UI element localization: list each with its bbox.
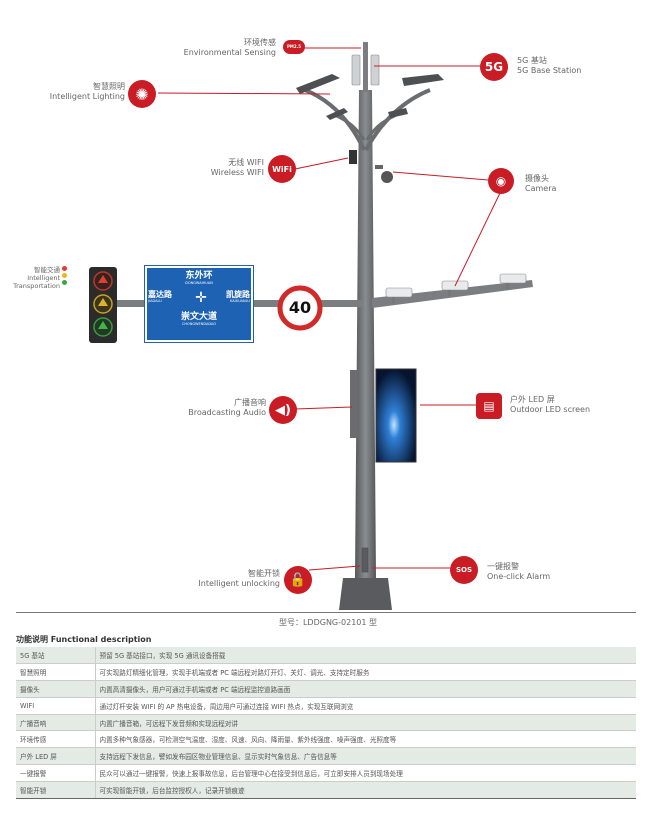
table-row: 环境传感内置多种气象感器，可检测空气温度、湿度、风速、风向、降雨量、紫外线强度、… bbox=[16, 730, 636, 749]
callout-lines bbox=[157, 47, 501, 571]
wifi-ap-box bbox=[349, 150, 357, 164]
function-description: 内置广播音箱，可远程下发音频和实现远程对讲 bbox=[95, 714, 636, 732]
lamp-head bbox=[326, 108, 348, 120]
right-cross-arm bbox=[372, 280, 533, 308]
lighting-label: 智慧照明 Intelligent Lighting bbox=[49, 82, 125, 101]
section-title: 功能说明 Functional description bbox=[16, 635, 152, 644]
camera-icon: ◉ bbox=[488, 168, 514, 194]
led-screen-bracket bbox=[350, 370, 358, 438]
function-description: 预留 5G 基站接口，实现 5G 通讯设备搭载 bbox=[95, 647, 636, 665]
lock-icon: 🔓 bbox=[284, 566, 312, 594]
speaker-icon: ◀) bbox=[269, 396, 297, 424]
function-table: 5G 基站预留 5G 基站接口，实现 5G 通讯设备搭载智慧照明可实现路灯精细化… bbox=[16, 647, 636, 799]
function-name: 摄像头 bbox=[16, 680, 96, 698]
function-name: 5G 基站 bbox=[16, 647, 96, 665]
sign-arrows-icon: ✛ bbox=[195, 290, 207, 306]
alarm-label: 一键报警 One-click Alarm bbox=[487, 562, 551, 581]
sun-icon: ✺ bbox=[128, 80, 156, 108]
speed-limit-sign bbox=[277, 285, 323, 331]
function-description: 可实现路灯精细化管理，实现手机端或者 PC 端远程对路灯开灯、关灯、调光、支持定… bbox=[95, 663, 636, 682]
lamp-head bbox=[388, 108, 408, 118]
model-number: 型号：LDDGNG-02101 型 bbox=[278, 618, 378, 627]
5g-label: 5G 基站 5G Base Station bbox=[517, 56, 582, 75]
function-name: WIFI bbox=[16, 697, 96, 715]
camera-label: 摄像头 Camera bbox=[525, 174, 557, 193]
bullet-camera bbox=[385, 287, 413, 303]
table-row: 一键报警民众可以通过一键报警，快速上报事故信息，后台管理中心在接受到信息后，可立… bbox=[16, 764, 636, 782]
function-name: 智慧照明 bbox=[16, 663, 96, 682]
lamp-head bbox=[296, 74, 340, 94]
function-name: 广播音响 bbox=[16, 714, 96, 732]
antenna-unit bbox=[351, 54, 361, 86]
road-sign: 东外环 DONGWAIHUAN 嘉达路 JIADALU ✛ 凯旋路 KAIXUA… bbox=[144, 265, 254, 343]
unlock-label: 智能开锁 Intelligent unlocking bbox=[198, 569, 280, 588]
sign-right-cn: 凯旋路 bbox=[226, 290, 250, 299]
main-pole bbox=[355, 90, 376, 578]
sign-right-en: KAIXUANLU bbox=[230, 299, 250, 303]
function-name: 户外 LED 屏 bbox=[16, 747, 96, 766]
smart-pole-illustration bbox=[89, 42, 533, 610]
cloud-icon: PM2.5 bbox=[283, 40, 305, 54]
function-description: 内置高清摄像头，用户可通过手机端或者 PC 端远程监控道路画面 bbox=[95, 680, 636, 698]
led-label: 户外 LED 屏 Outdoor LED screen bbox=[510, 395, 591, 414]
function-description: 支持远程下发信息，譬如发布园区物业管理信息、显示实时气象信息、广告信息等 bbox=[95, 747, 636, 766]
lighting-arm bbox=[304, 88, 366, 151]
led-screen bbox=[375, 368, 417, 463]
traffic-dots-icon bbox=[62, 266, 67, 285]
sign-top-cn: 东外环 bbox=[185, 271, 213, 281]
lighting-arm bbox=[364, 88, 431, 151]
led-screen-icon: ▤ bbox=[476, 393, 502, 419]
table-row: 智慧照明可实现路灯精细化管理，实现手机端或者 PC 端远程对路灯开灯、关灯、调光… bbox=[16, 663, 636, 682]
sign-top-en: DONGWAIHUAN bbox=[185, 281, 213, 285]
table-row: 户外 LED 屏支持远程下发信息，譬如发布园区物业管理信息、显示实时气象信息、广… bbox=[16, 747, 636, 766]
audio-label: 广播音响 Broadcasting Audio bbox=[188, 398, 266, 417]
dome-camera bbox=[381, 171, 393, 183]
speed-limit-value: 40 bbox=[288, 298, 312, 317]
sign-bottom-en: CHONGWENDADAO bbox=[181, 322, 217, 326]
table-row: 摄像头内置高清摄像头，用户可通过手机端或者 PC 端远程监控道路画面 bbox=[16, 680, 636, 698]
lamp-head bbox=[402, 74, 444, 86]
wifi-label: 无线 WIFI Wireless WIFI bbox=[210, 158, 264, 177]
access-door bbox=[361, 547, 369, 573]
pole-base bbox=[339, 578, 392, 610]
5g-icon: 5G bbox=[480, 53, 508, 81]
antenna-mast bbox=[363, 42, 368, 92]
wifi-icon: WiFi bbox=[268, 155, 296, 183]
function-description: 可实现智能开锁，后台监控授权人，记录开锁痕迹 bbox=[95, 781, 636, 799]
sign-left-cn: 嘉达路 bbox=[148, 290, 172, 299]
table-row: 5G 基站预留 5G 基站接口，实现 5G 通讯设备搭载 bbox=[16, 647, 636, 665]
traffic-label: 智能交通 Intelligent Transportation bbox=[13, 266, 60, 290]
bullet-camera bbox=[499, 273, 527, 289]
divider bbox=[16, 612, 636, 613]
sign-bottom-cn: 崇文大道 bbox=[180, 312, 217, 322]
table-row: 智能开锁可实现智能开锁，后台监控授权人，记录开锁痕迹 bbox=[16, 781, 636, 799]
function-description: 民众可以通过一键报警，快速上报事故信息，后台管理中心在接受到信息后，可立即安排人… bbox=[95, 764, 636, 782]
function-name: 一键报警 bbox=[16, 764, 96, 782]
function-description: 通过灯杆安装 WIFI 的 AP 热电设备，周边用户可通过连接 WIFI 热点，… bbox=[95, 697, 636, 715]
function-name: 环境传感 bbox=[16, 730, 96, 749]
antenna-unit bbox=[370, 54, 380, 86]
sos-icon: SOS bbox=[450, 556, 478, 584]
function-name: 智能开锁 bbox=[16, 781, 96, 799]
sign-left-en: JIADALU bbox=[148, 299, 162, 303]
table-row: 广播音响内置广播音箱，可远程下发音频和实现远程对讲 bbox=[16, 714, 636, 732]
function-description: 内置多种气象感器，可检测空气温度、湿度、风速、风向、降雨量、紫外线强度、噪声强度… bbox=[95, 730, 636, 749]
env-label: 环境传感 Environmental Sensing bbox=[183, 38, 276, 57]
